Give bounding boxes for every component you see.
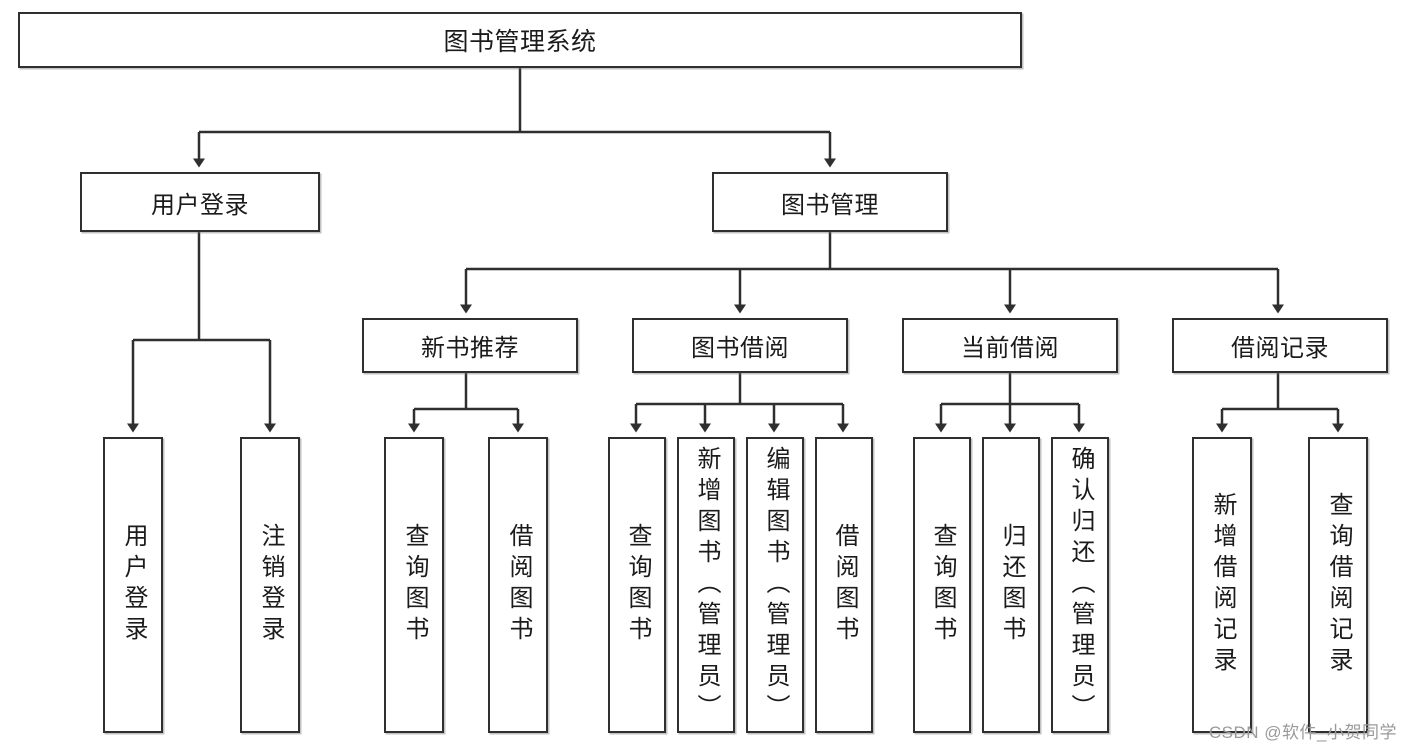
node-leaf-current-confirm-return-label: 确认归还（管理员）: [1067, 445, 1094, 725]
node-leaf-current-query-book-label: 查询图书: [929, 523, 956, 647]
node-leaf-borrow-add-book[interactable]: 新增图书（管理员）: [677, 437, 735, 733]
node-leaf-current-query-book[interactable]: 查询图书: [913, 437, 971, 733]
node-leaf-borrow-borrow-book-label: 借阅图书: [831, 523, 858, 647]
node-book-manage[interactable]: 图书管理: [712, 172, 948, 232]
node-leaf-record-add[interactable]: 新增借阅记录: [1192, 437, 1252, 733]
csdn-watermark: CSDN @软件_小贺同学: [1208, 723, 1397, 742]
node-user-login[interactable]: 用户登录: [80, 172, 320, 232]
node-leaf-borrow-query-book[interactable]: 查询图书: [608, 437, 666, 733]
node-leaf-current-confirm-return[interactable]: 确认归还（管理员）: [1051, 437, 1109, 733]
node-new-book-recommend-label: 新书推荐: [421, 335, 519, 362]
node-user-login-label: 用户登录: [151, 191, 249, 219]
node-new-book-recommend[interactable]: 新书推荐: [362, 318, 578, 373]
node-leaf-recommend-query-book[interactable]: 查询图书: [384, 437, 444, 733]
node-leaf-borrow-edit-book[interactable]: 编辑图书（管理员）: [746, 437, 804, 733]
node-leaf-user-logout[interactable]: 注销登录: [240, 437, 300, 733]
node-leaf-recommend-borrow-book[interactable]: 借阅图书: [488, 437, 548, 733]
node-book-borrow-label: 图书借阅: [691, 335, 789, 362]
node-leaf-user-login[interactable]: 用户登录: [103, 437, 163, 733]
node-leaf-record-query[interactable]: 查询借阅记录: [1308, 437, 1368, 733]
node-root-label: 图书管理系统: [443, 28, 597, 56]
node-leaf-recommend-query-book-label: 查询图书: [401, 523, 428, 647]
node-borrow-record[interactable]: 借阅记录: [1172, 318, 1388, 373]
node-root[interactable]: 图书管理系统: [18, 12, 1022, 68]
node-leaf-borrow-add-book-label: 新增图书（管理员）: [693, 445, 720, 725]
node-leaf-record-query-label: 查询借阅记录: [1325, 492, 1352, 678]
node-current-borrow[interactable]: 当前借阅: [902, 318, 1118, 373]
node-leaf-record-add-label: 新增借阅记录: [1209, 492, 1236, 678]
node-leaf-current-return-book[interactable]: 归还图书: [982, 437, 1040, 733]
node-borrow-record-label: 借阅记录: [1231, 335, 1329, 362]
node-book-manage-label: 图书管理: [781, 191, 879, 219]
node-leaf-user-login-label: 用户登录: [120, 523, 147, 647]
node-leaf-current-return-book-label: 归还图书: [998, 523, 1025, 647]
node-leaf-borrow-query-book-label: 查询图书: [624, 523, 651, 647]
node-leaf-recommend-borrow-book-label: 借阅图书: [505, 523, 532, 647]
node-leaf-borrow-edit-book-label: 编辑图书（管理员）: [762, 445, 789, 725]
node-leaf-user-logout-label: 注销登录: [257, 523, 284, 647]
node-book-borrow[interactable]: 图书借阅: [632, 318, 848, 373]
node-leaf-borrow-borrow-book[interactable]: 借阅图书: [815, 437, 873, 733]
node-current-borrow-label: 当前借阅: [961, 335, 1059, 362]
